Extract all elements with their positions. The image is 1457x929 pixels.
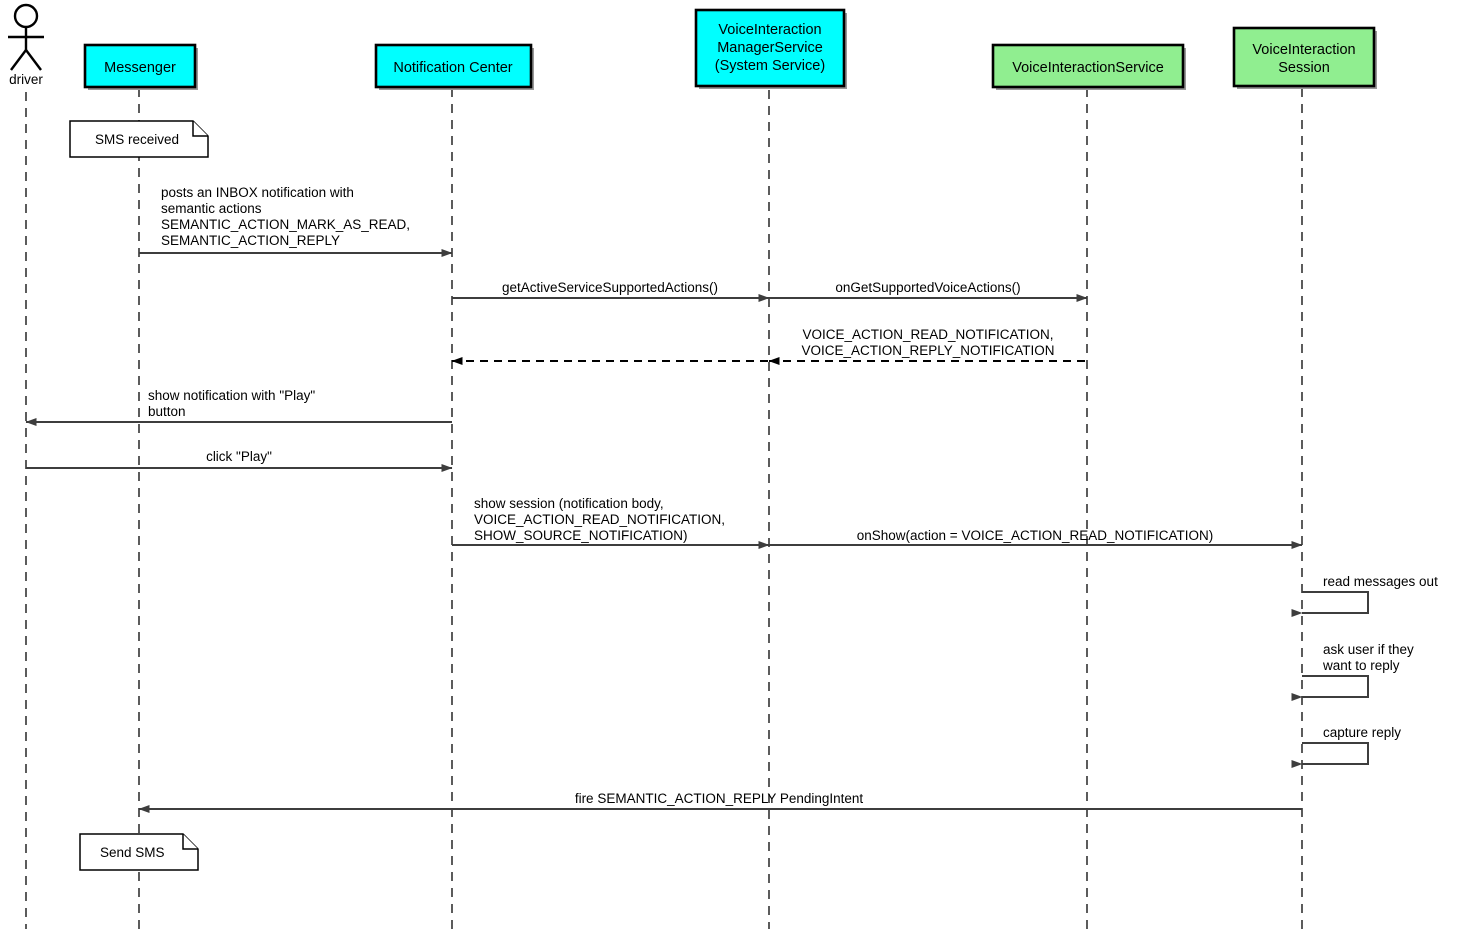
participant-label-vims-line3: (System Service)	[715, 58, 825, 74]
message-label: onGetSupportedVoiceActions()	[835, 280, 1020, 295]
participant-label-vims-line1: VoiceInteraction	[718, 22, 821, 38]
participant-label-notification-center: Notification Center	[393, 60, 512, 76]
message-post-notification: posts an INBOX notification with semanti…	[139, 185, 453, 257]
lifelines-group	[25, 88, 1303, 929]
actor-leg-left-icon	[10, 49, 27, 71]
participant-box	[83, 43, 197, 89]
participant-vims[interactable]: VoiceInteraction ManagerService (System …	[694, 8, 847, 89]
message-return-voice-actions-to-vims: VOICE_ACTION_READ_NOTIFICATION, VOICE_AC…	[768, 327, 1087, 365]
message-label-line1: posts an INBOX notification with	[161, 185, 354, 200]
message-label-line1: show notification with "Play"	[148, 388, 315, 403]
message-label-line2: button	[148, 404, 186, 419]
message-label: getActiveServiceSupportedActions()	[502, 280, 718, 295]
message-read-messages-out: read messages out	[1291, 574, 1438, 617]
note-fold-icon	[192, 121, 208, 137]
participant-box	[991, 43, 1185, 89]
self-message-arrow	[1291, 675, 1369, 701]
actor-label: driver	[9, 72, 43, 87]
message-show-notification-play: show notification with "Play" button	[25, 388, 452, 426]
message-label-line1: VOICE_ACTION_READ_NOTIFICATION,	[802, 327, 1053, 342]
actor-leg-right-icon	[25, 49, 42, 71]
message-label-line2: VOICE_ACTION_REPLY_NOTIFICATION	[801, 343, 1054, 358]
message-label-line3: SHOW_SOURCE_NOTIFICATION)	[474, 528, 688, 543]
message-label: read messages out	[1323, 574, 1438, 589]
message-ask-user-reply: ask user if they want to reply	[1291, 642, 1414, 701]
message-label: click "Play"	[206, 449, 272, 464]
note-body	[69, 120, 209, 158]
message-label-line3: SEMANTIC_ACTION_MARK_AS_READ,	[161, 217, 410, 232]
participant-vi-session[interactable]: VoiceInteraction Session	[1232, 26, 1377, 89]
participant-label-vi-session-line1: VoiceInteraction	[1252, 42, 1355, 58]
note-send-sms-text: Send SMS	[100, 845, 165, 860]
message-on-show: onShow(action = VOICE_ACTION_READ_NOTIFI…	[769, 528, 1303, 549]
participant-label-vis: VoiceInteractionService	[1012, 60, 1164, 76]
message-label-line4: SEMANTIC_ACTION_REPLY	[161, 233, 340, 248]
note-body	[79, 833, 199, 871]
self-message-arrow	[1291, 591, 1369, 617]
message-label-line2: semantic actions	[161, 201, 262, 216]
message-label-line2: VOICE_ACTION_READ_NOTIFICATION,	[474, 512, 725, 527]
note-fold-icon	[182, 834, 198, 850]
actor-driver[interactable]: driver	[8, 3, 44, 87]
self-message-arrow	[1291, 742, 1369, 768]
actor-head-icon	[13, 3, 39, 29]
message-fire-pending-intent: fire SEMANTIC_ACTION_REPLY PendingIntent	[138, 791, 1302, 813]
participant-messenger[interactable]: Messenger	[83, 43, 198, 90]
participant-notification-center[interactable]: Notification Center	[374, 43, 534, 90]
message-get-active-service-supported-actions: getActiveServiceSupportedActions()	[452, 280, 770, 302]
message-label: fire SEMANTIC_ACTION_REPLY PendingIntent	[575, 791, 864, 806]
participant-label-vims-line2: ManagerService	[717, 40, 823, 56]
message-label: capture reply	[1323, 725, 1401, 740]
participant-box	[694, 8, 846, 88]
participant-label-messenger: Messenger	[104, 60, 176, 76]
message-label: onShow(action = VOICE_ACTION_READ_NOTIFI…	[857, 528, 1213, 543]
message-label-line2: want to reply	[1322, 658, 1400, 673]
participant-vis[interactable]: VoiceInteractionService	[991, 43, 1186, 90]
note-send-sms: Send SMS	[79, 833, 199, 871]
note-sms-received-text: SMS received	[95, 132, 179, 147]
message-capture-reply: capture reply	[1291, 725, 1401, 768]
message-show-session: show session (notification body, VOICE_A…	[452, 496, 770, 549]
participant-box	[374, 43, 533, 89]
note-sms-received: SMS received	[69, 120, 209, 158]
message-click-play: click "Play"	[26, 449, 453, 472]
message-label-line1: ask user if they	[1323, 642, 1414, 657]
message-on-get-supported-voice-actions: onGetSupportedVoiceActions()	[769, 280, 1088, 302]
participant-box	[1232, 26, 1376, 88]
participant-label-vi-session-line2: Session	[1278, 60, 1330, 76]
message-label-line1: show session (notification body,	[474, 496, 664, 511]
